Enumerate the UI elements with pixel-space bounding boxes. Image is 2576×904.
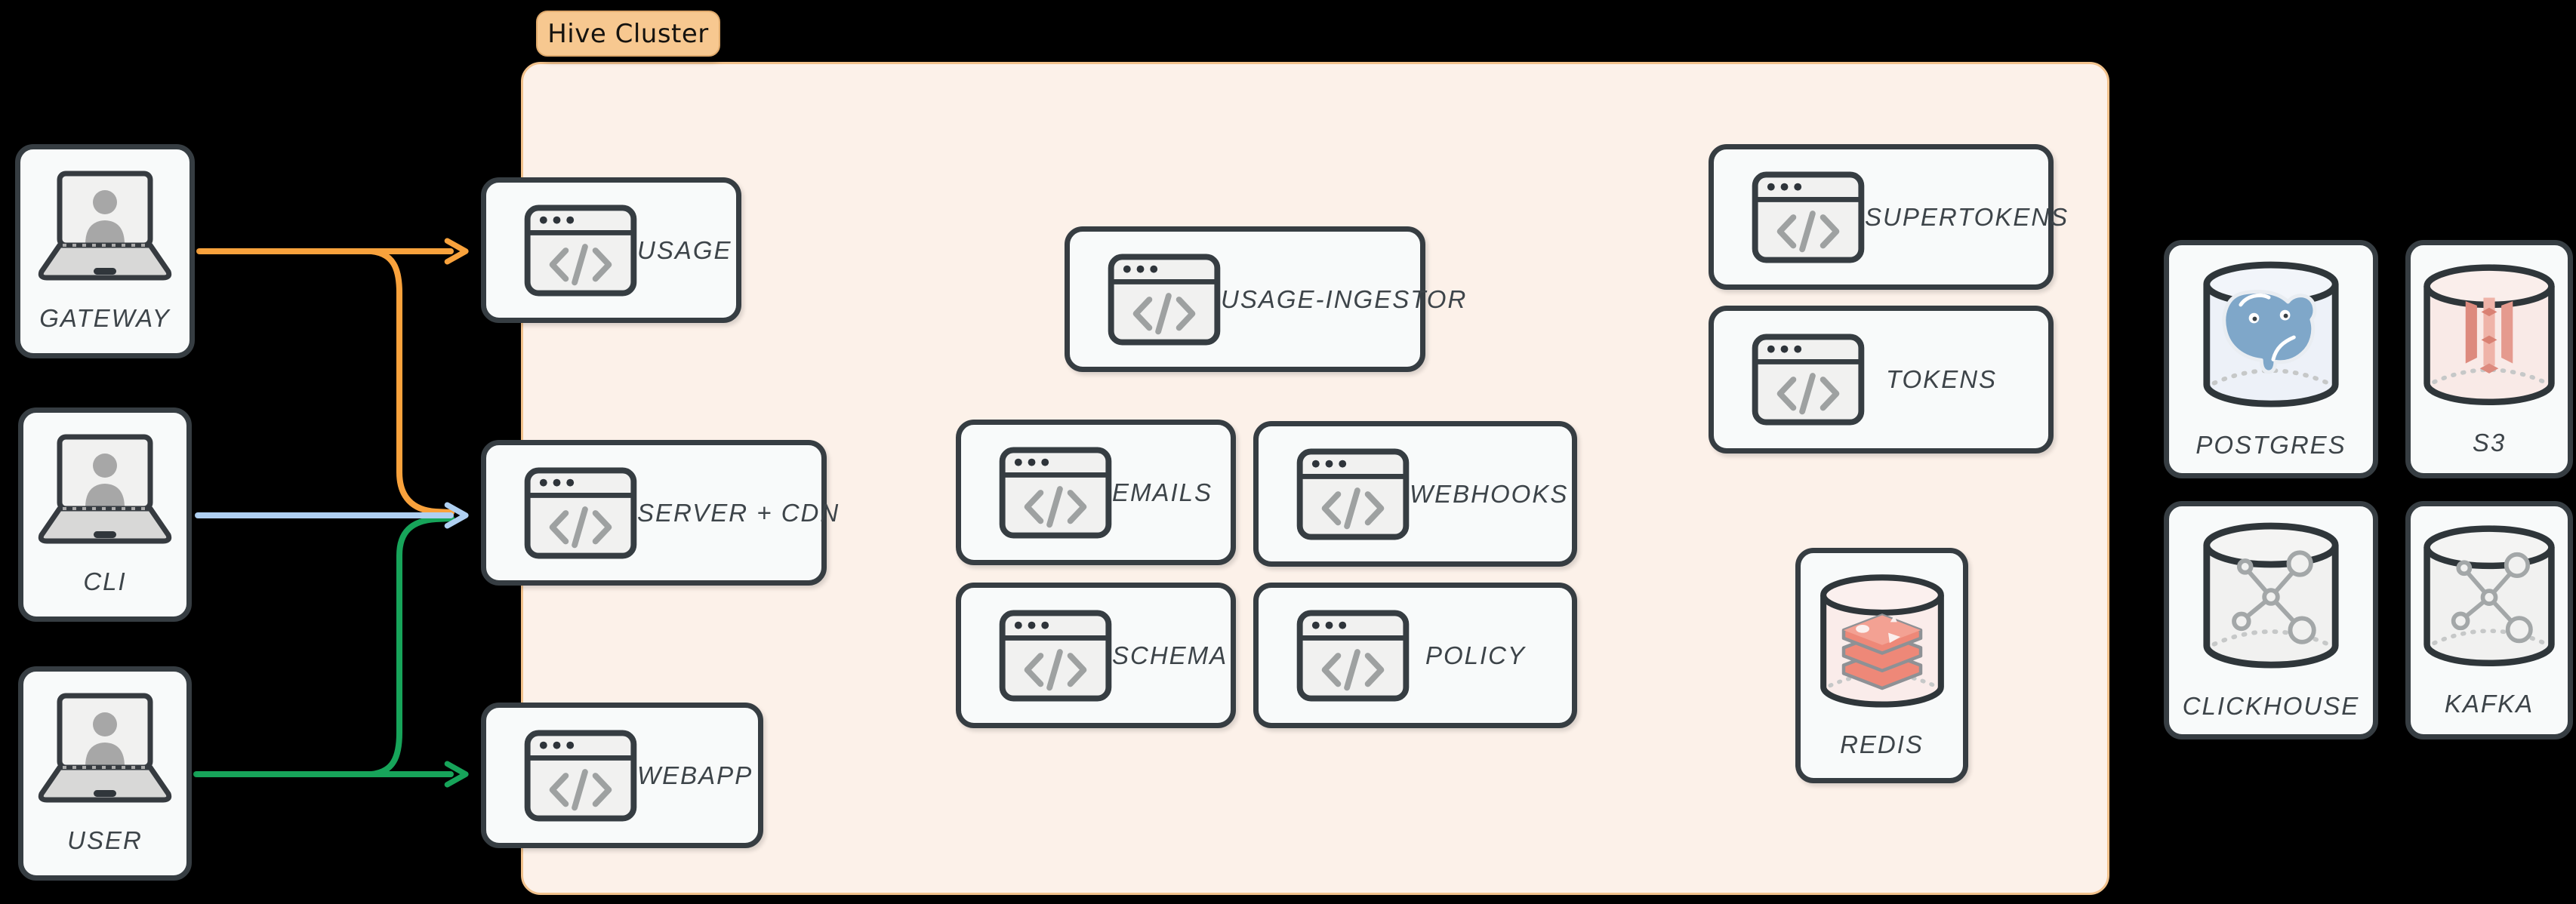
code-window-icon: [999, 610, 1112, 702]
client-node-gateway: GATEWAY: [15, 144, 195, 358]
client-node-user: USER: [18, 666, 192, 881]
code-window-icon: [524, 204, 637, 297]
cluster-title: Hive Cluster: [547, 18, 709, 49]
service-label: USAGE: [637, 235, 732, 264]
client-node-cli: CLI: [18, 407, 192, 622]
kafka-database-icon: [2421, 523, 2557, 675]
code-window-icon: [1752, 171, 1865, 263]
service-node-usage-ingestor: USAGE-INGESTOR: [1065, 226, 1465, 372]
service-label: TOKENS: [1885, 365, 1998, 393]
datastore-label: KAFKA: [2444, 689, 2534, 718]
code-window-icon: [1752, 334, 1865, 426]
service-label: POLICY: [1425, 641, 1527, 669]
service-node-webapp: WEBAPP: [481, 703, 763, 848]
client-label: CLI: [83, 567, 127, 595]
client-label: GATEWAY: [39, 304, 171, 332]
code-window-icon: [1108, 254, 1221, 346]
laptop-user-icon: [29, 170, 180, 284]
service-node-policy: POLICY: [1253, 583, 1577, 728]
service-label: SERVER + CDN: [637, 498, 840, 527]
service-label: WEBAPP: [637, 761, 753, 789]
service-label: WEBHOOKS: [1410, 479, 1569, 508]
datastore-node-redis: REDIS: [1795, 548, 1968, 783]
clickhouse-database-icon: [2201, 520, 2341, 677]
datastore-node-postgres: POSTGRES: [2164, 240, 2378, 478]
service-node-tokens: TOKENS: [1709, 306, 2054, 454]
service-node-supertokens: SUPERTOKENS: [1709, 144, 2067, 290]
code-window-icon: [524, 730, 637, 822]
service-label: SCHEMA: [1112, 641, 1228, 669]
code-window-icon: [1296, 448, 1410, 540]
code-window-icon: [999, 447, 1112, 539]
service-node-schema: SCHEMA: [956, 583, 1236, 728]
edge-user-to-server-cdn: [368, 515, 454, 777]
s3-database-icon: [2421, 262, 2557, 414]
service-label: EMAILS: [1112, 478, 1213, 506]
laptop-user-icon: [29, 692, 180, 807]
code-window-icon: [1296, 610, 1410, 702]
datastore-label: POSTGRES: [2195, 431, 2346, 459]
service-node-webhooks: WEBHOOKS: [1253, 421, 1577, 567]
code-window-icon: [524, 467, 637, 559]
datastore-label: REDIS: [1840, 730, 1924, 758]
service-node-usage: USAGE: [481, 177, 741, 323]
service-node-server-cdn: SERVER + CDN: [481, 440, 838, 586]
datastore-node-s3: S3: [2405, 240, 2573, 478]
service-node-emails: EMAILS: [956, 420, 1236, 565]
datastore-label: CLICKHOUSE: [2182, 692, 2360, 720]
datastore-node-kafka: KAFKA: [2405, 501, 2573, 739]
datastore-label: S3: [2472, 428, 2507, 457]
cluster-title-badge: Hive Cluster: [536, 11, 720, 57]
service-label: SUPERTOKENS: [1865, 202, 2069, 231]
redis-database-icon: [1818, 572, 1946, 715]
laptop-user-icon: [29, 433, 180, 548]
datastore-node-clickhouse: CLICKHOUSE: [2164, 501, 2378, 739]
postgres-database-icon: [2201, 259, 2341, 416]
service-label: USAGE-INGESTOR: [1221, 284, 1468, 313]
edge-gateway-to-server-cdn: [368, 248, 454, 515]
client-label: USER: [67, 826, 143, 854]
